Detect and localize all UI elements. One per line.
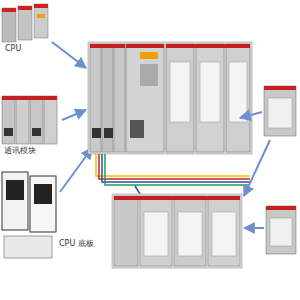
arrow: [52, 42, 86, 68]
card-slot: [130, 120, 144, 138]
display: [37, 14, 45, 18]
terminals: [212, 212, 236, 256]
cable: [105, 154, 250, 185]
baseplate: [4, 236, 52, 258]
cable: [102, 154, 250, 182]
terminals: [144, 212, 168, 256]
keypad: [140, 64, 158, 86]
arrow: [244, 140, 270, 196]
module: [30, 96, 43, 144]
red-stripe: [18, 6, 32, 10]
terminals: [229, 62, 247, 122]
terminals: [170, 62, 190, 122]
red-stripe: [166, 44, 250, 48]
cpu-baseplates: [2, 172, 56, 258]
module: [266, 206, 296, 254]
port: [4, 128, 13, 136]
arrow: [62, 110, 86, 120]
port: [32, 128, 41, 136]
module: [90, 44, 101, 152]
io-module: [140, 196, 172, 266]
cpu-modules: [2, 4, 48, 42]
display: [140, 52, 158, 59]
part-label: 通讯模块: [3, 147, 37, 156]
rack: [112, 194, 242, 268]
red-stripe: [114, 196, 240, 200]
red-stripe: [126, 44, 164, 48]
cable: [96, 154, 250, 176]
io-module: [174, 196, 206, 266]
terminals: [178, 212, 202, 256]
io-module: [166, 44, 194, 152]
upper-rack: [88, 42, 252, 154]
module: [16, 96, 29, 144]
module: [18, 6, 32, 40]
module: [114, 44, 125, 152]
rack: [88, 42, 252, 154]
lower-rack: [112, 194, 242, 268]
module: [264, 86, 296, 136]
baseplate: [30, 176, 56, 232]
cables: [96, 154, 250, 185]
io-module: [196, 44, 224, 152]
connector: [34, 184, 52, 204]
cable: [135, 186, 140, 194]
module: [34, 4, 48, 38]
module: [44, 96, 57, 144]
arrow: [244, 227, 264, 229]
connector: [6, 180, 24, 200]
red-stripe: [34, 4, 48, 8]
terminals: [268, 98, 292, 128]
terminals: [200, 62, 220, 122]
io-module: [208, 196, 240, 266]
module: [102, 44, 113, 152]
baseplate: [2, 172, 28, 230]
module: [2, 96, 15, 144]
red-stripe: [264, 86, 296, 90]
arrow: [240, 112, 262, 118]
cpu-module: [126, 44, 164, 152]
part-label: CPU: [4, 45, 22, 54]
part-label: CPU 底板: [58, 240, 95, 249]
right-modules: [264, 86, 296, 254]
port: [92, 128, 101, 138]
terminals: [270, 218, 292, 246]
module: [114, 196, 138, 266]
module: [2, 8, 16, 42]
red-stripe: [2, 8, 16, 12]
red-stripe: [2, 96, 57, 100]
io-module: [226, 44, 250, 152]
red-stripe: [90, 44, 125, 48]
red-stripe: [266, 206, 296, 210]
port: [104, 128, 113, 138]
arrow: [60, 148, 92, 192]
comm-modules: [2, 96, 57, 144]
cable: [99, 154, 250, 179]
